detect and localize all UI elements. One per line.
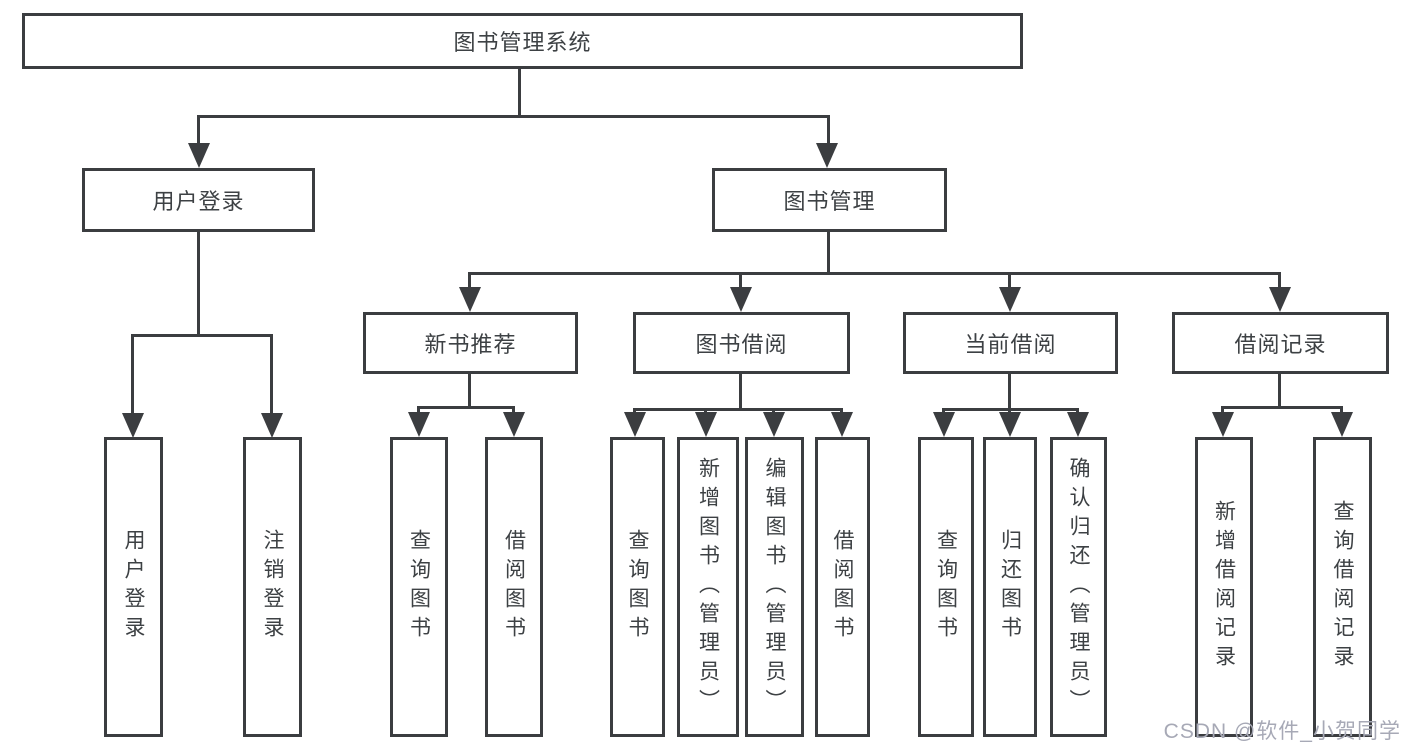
- connector-drop-bw-add: [704, 408, 707, 414]
- connector-user-login-stem: [197, 232, 200, 336]
- node-leaf-rc-query-record: 查询借阅记录: [1313, 437, 1372, 737]
- node-leaf-rc-add-record: 新增借阅记录: [1195, 437, 1253, 737]
- node-leaf-bw-borrow-books: 借阅图书: [815, 437, 870, 737]
- arrowhead-borrowing: [730, 287, 752, 312]
- arrowhead-bw-edit: [763, 412, 785, 437]
- node-leaf-nb-borrow-books: 借阅图书: [485, 437, 543, 737]
- connector-drop-user-login: [197, 115, 200, 145]
- node-leaf-bw-add-book-admin: 新增图书（管理员）: [677, 437, 739, 737]
- node-leaf-logout: 注销登录: [243, 437, 302, 737]
- connector-records-rail: [1221, 406, 1343, 409]
- node-root: 图书管理系统: [22, 13, 1023, 69]
- arrowhead-bw-query: [624, 412, 646, 437]
- node-leaf-nb-query-books: 查询图书: [390, 437, 448, 737]
- arrowhead-records: [1269, 287, 1291, 312]
- arrowhead-bw-add: [695, 412, 717, 437]
- node-new-book-recommendation: 新书推荐: [363, 312, 578, 374]
- connector-level2-rail: [197, 115, 830, 118]
- connector-drop-bw-edit: [772, 408, 775, 414]
- connector-borrowing-rail: [633, 408, 843, 411]
- arrowhead-rc-add: [1212, 412, 1234, 437]
- arrowhead-cb-confirm: [1067, 412, 1089, 437]
- connector-drop-logout-leaf: [270, 334, 273, 414]
- node-book-management: 图书管理: [712, 168, 947, 232]
- node-leaf-cb-confirm-return-admin: 确认归还（管理员）: [1050, 437, 1107, 737]
- connector-borrowing-stem: [739, 374, 742, 410]
- node-leaf-user-login: 用户登录: [104, 437, 163, 737]
- connector-current-stem: [1008, 374, 1011, 410]
- connector-records-stem: [1278, 374, 1281, 408]
- connector-drop-book-management: [827, 115, 830, 145]
- arrowhead-nb-query: [408, 412, 430, 437]
- node-leaf-bw-edit-book-admin: 编辑图书（管理员）: [745, 437, 804, 737]
- connector-level3-rail: [468, 272, 1281, 275]
- connector-drop-bw-borrow: [840, 408, 843, 414]
- csdn-watermark: CSDN @软件_小贺同学: [1163, 720, 1401, 743]
- arrowhead-login-leaf: [122, 413, 144, 438]
- node-leaf-cb-query-books: 查询图书: [918, 437, 974, 737]
- connector-drop-cb-query: [942, 408, 945, 414]
- connector-drop-new-book: [468, 272, 471, 288]
- connector-drop-bw-query: [633, 408, 636, 414]
- connector-drop-rc-query: [1340, 406, 1343, 414]
- arrowhead-cb-query: [933, 412, 955, 437]
- arrowhead-cb-return: [999, 412, 1021, 437]
- arrowhead-rc-query: [1331, 412, 1353, 437]
- node-user-login: 用户登录: [82, 168, 315, 232]
- node-book-borrowing: 图书借阅: [633, 312, 850, 374]
- arrowhead-logout-leaf: [261, 413, 283, 438]
- connector-drop-nb-query: [417, 406, 420, 414]
- arrowhead-new-book: [459, 287, 481, 312]
- arrowhead-book-management: [816, 143, 838, 168]
- arrowhead-nb-borrow: [503, 412, 525, 437]
- arrowhead-current: [999, 287, 1021, 312]
- connector-drop-borrowing: [739, 272, 742, 288]
- connector-root-stem: [518, 69, 521, 117]
- node-leaf-bw-query-books: 查询图书: [610, 437, 665, 737]
- node-leaf-cb-return-books: 归还图书: [983, 437, 1037, 737]
- connector-user-login-rail: [131, 334, 273, 337]
- connector-drop-current: [1008, 272, 1011, 288]
- connector-new-book-rail: [417, 406, 515, 409]
- connector-drop-nb-borrow: [512, 406, 515, 414]
- arrowhead-bw-borrow: [831, 412, 853, 437]
- connector-drop-login-leaf: [131, 334, 134, 414]
- connector-drop-records: [1278, 272, 1281, 288]
- connector-book-management-stem: [827, 232, 830, 274]
- node-current-borrowing: 当前借阅: [903, 312, 1118, 374]
- connector-drop-cb-return: [1008, 408, 1011, 414]
- node-borrowing-records: 借阅记录: [1172, 312, 1389, 374]
- connector-drop-rc-add: [1221, 406, 1224, 414]
- connector-drop-cb-confirm: [1076, 408, 1079, 414]
- connector-new-book-stem: [468, 374, 471, 408]
- arrowhead-user-login: [188, 143, 210, 168]
